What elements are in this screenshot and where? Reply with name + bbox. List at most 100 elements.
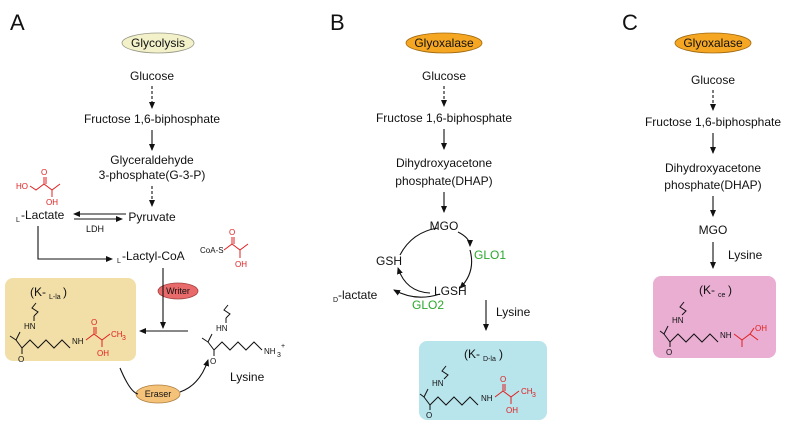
k-l-la-structure: HN O NH O OH CH 3 [9, 302, 126, 364]
c-lysine: Lysine [728, 248, 763, 262]
glycolysis-badge-label: Glycolysis [131, 36, 185, 50]
writer-label: Writer [166, 286, 190, 296]
b-gsh: GSH [376, 254, 402, 268]
coa-s-label: CoA-S [200, 246, 224, 255]
lactate-ho-label: HO [16, 182, 28, 191]
k-ce-label: (K- [699, 283, 715, 297]
k-l-la-sub: L-la [49, 294, 61, 301]
glyoxalase-badge-b-label: Glyoxalase [414, 36, 474, 50]
kla-ch3: CH [111, 330, 123, 339]
cycle-bottom-left [397, 267, 431, 294]
kce-nh-label: NH [720, 331, 732, 340]
c-fbp: Fructose 1,6-biphosphate [645, 115, 781, 129]
c-mgo: MGO [699, 223, 728, 237]
k-ce-sub: ce [718, 292, 726, 299]
panel-a: A Glycolysis Glucose Fructose 1,6-biphos… [5, 10, 285, 404]
eraser-badge [135, 384, 181, 404]
b-mgo: MGO [430, 219, 459, 233]
k-d-la-close: ) [499, 347, 503, 361]
kla-hn-label: HN [24, 322, 36, 331]
b-glucose: Glucose [422, 69, 466, 83]
writer-badge [157, 282, 199, 300]
l-lactate: -Lactate [21, 208, 65, 222]
cycle-top-left [399, 227, 439, 256]
glycolysis-badge [121, 32, 195, 54]
kce-hn-label: HN [672, 316, 684, 325]
a-g3p-line1: Glyceraldehyde [110, 153, 194, 167]
k-ce-close: ) [728, 283, 732, 297]
a-fbp: Fructose 1,6-biphosphate [84, 112, 220, 126]
lactyl-coa-structure: CoA-S O OH [200, 228, 249, 269]
kdla-nh-label: NH [481, 394, 493, 403]
lactylcoa-o-label: O [229, 228, 235, 237]
eraser-label: Eraser [145, 389, 172, 399]
glyoxalase-badge-c [674, 32, 752, 54]
b-lgsh: LGSH [434, 284, 467, 298]
k-d-la-label: (K- [464, 347, 480, 361]
b-dhap-line1: Dihydroxyacetone [396, 156, 492, 170]
kla-oh-red: OH [97, 349, 109, 358]
k-l-la-label: (K- [30, 285, 46, 299]
lactate-oh-label: OH [46, 198, 58, 207]
b-glo1: GLO1 [474, 248, 506, 262]
l-lactate-structure: HO O OH [16, 168, 61, 207]
l-lactate-prefix: L [16, 217, 20, 224]
lys-nh3: NH [264, 347, 276, 356]
ldh-label: LDH [86, 224, 104, 234]
a-glucose: Glucose [130, 69, 174, 83]
lactate-o-label: O [41, 168, 47, 177]
kla-nh-label: NH [72, 337, 84, 346]
eraser-arc-left [119, 367, 139, 395]
lysine-structure: HN O NH 3 + [201, 304, 285, 366]
kla-backbone [15, 331, 71, 349]
l-lactyl-coa: -Lactyl-CoA [122, 249, 185, 263]
b-lysine: Lysine [496, 305, 531, 319]
lactate-backbone-bond [29, 183, 61, 191]
b-fbp: Fructose 1,6-biphosphate [376, 111, 512, 125]
cycle-dlactate-arrow [393, 289, 441, 298]
glyoxalase-badge-b [405, 32, 483, 54]
b-glo2: GLO2 [412, 298, 444, 312]
kdla-oh-red: OH [506, 406, 518, 415]
lactylcoa-oh-label: OH [235, 260, 247, 269]
cycle-mgo-arrow [457, 231, 473, 247]
kdla-ch3: CH [521, 387, 533, 396]
panel-a-letter: A [10, 10, 25, 35]
a-lysine: Lysine [230, 370, 265, 384]
b-dlactate: -lactate [338, 288, 378, 302]
lactylcoa-prefix: L [117, 258, 121, 265]
a-pyruvate: Pyruvate [128, 210, 176, 224]
kce-oh-red: OH [755, 324, 767, 333]
lactylcoa-bond [223, 243, 249, 251]
c-dhap-line1: Dihydroxyacetone [665, 161, 761, 175]
k-l-la-close: ) [63, 285, 67, 299]
k-ce-structure: HN O NH OH [659, 301, 767, 357]
wavy-bond [31, 302, 39, 317]
panel-b-letter: B [330, 10, 345, 35]
glyoxalase-badge-c-label: Glyoxalase [683, 36, 743, 50]
k-d-la-sub: D-la [483, 356, 496, 363]
kla-ch3-sub: 3 [122, 335, 126, 342]
kla-o-red: O [91, 318, 97, 327]
lys-nh3-charge: + [281, 343, 285, 350]
kdla-ch3-sub: 3 [532, 392, 536, 399]
panel-b: B Glyoxalase Glucose Fructose 1,6-biphos… [330, 10, 547, 420]
a-g3p-line2: 3-phosphate(G-3-P) [99, 168, 206, 182]
k-d-la-structure: HN O NH O OH CH 3 [419, 365, 536, 420]
k-l-la-box [5, 278, 136, 361]
panel-c: C Glyoxalase Glucose Fructose 1,6-biphos… [622, 10, 781, 358]
eraser-arc-right [179, 359, 210, 393]
panel-c-letter: C [622, 10, 638, 35]
lys-hn-label: HN [216, 324, 228, 333]
lys-o-label: O [210, 357, 216, 366]
lysine-backbone [207, 333, 263, 351]
a-arrow-lactate-lactylcoa [37, 226, 113, 262]
c-dhap-line2: phosphate(DHAP) [664, 178, 761, 192]
c-glucose: Glucose [691, 73, 735, 87]
kdla-o-red: O [500, 375, 506, 384]
kla-o-label: O [18, 355, 24, 364]
kdla-o-label: O [426, 411, 432, 420]
lys-nh3-sub: 3 [277, 352, 281, 359]
cycle-right [459, 249, 473, 289]
